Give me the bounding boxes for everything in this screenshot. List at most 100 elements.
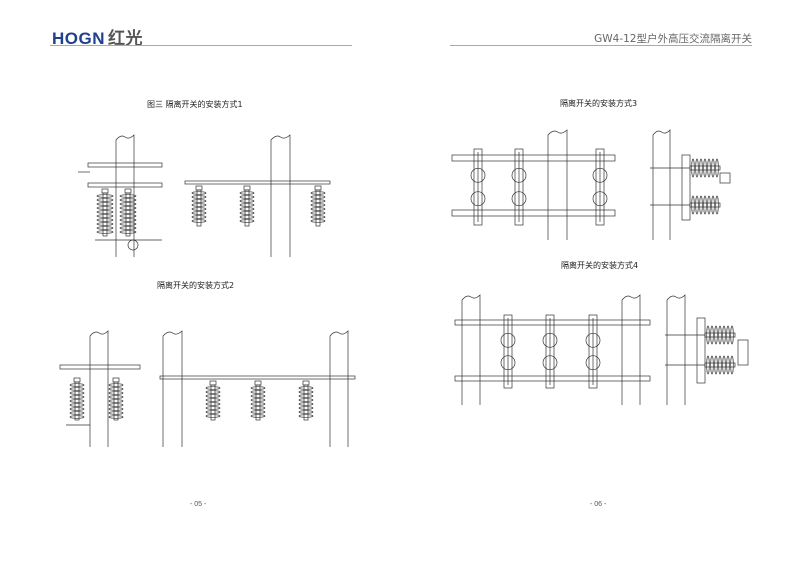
insulator-shed <box>96 194 114 198</box>
crossbar <box>451 209 616 217</box>
insulator-shed <box>310 203 326 207</box>
insulator-shed <box>711 195 715 215</box>
insulator-shed <box>250 386 266 390</box>
insulator-shed <box>119 226 137 230</box>
switch-frame <box>588 314 598 389</box>
insulator-disc <box>542 332 558 348</box>
insulator-shed <box>706 355 710 375</box>
insulator-shed <box>191 207 207 211</box>
insulator-cap <box>124 188 132 194</box>
insulator-shed <box>96 230 114 234</box>
insulator-disc <box>585 332 601 348</box>
pole <box>270 134 291 257</box>
header-rule-right <box>450 45 752 46</box>
insulator-disc <box>511 167 527 183</box>
insulator-shed <box>711 158 715 178</box>
crossbar <box>451 154 616 162</box>
pole <box>461 294 481 405</box>
pole <box>329 330 349 447</box>
insulator-shed <box>119 210 137 214</box>
handle <box>127 239 139 251</box>
insulator-shed <box>96 198 114 202</box>
insulator-shed <box>691 158 695 178</box>
insulator-shed <box>707 158 711 178</box>
product-title: GW4-12型户外高压交流隔离开关 <box>594 33 752 45</box>
insulator-shed <box>710 325 714 345</box>
crossbar <box>159 375 356 380</box>
insulator-cap <box>314 185 322 191</box>
insulator-shed <box>250 410 266 414</box>
insulator-shed <box>250 390 266 394</box>
crossbar <box>87 182 163 188</box>
insulator-shed <box>239 203 255 207</box>
insulator-shed <box>119 206 137 210</box>
insulator-shed <box>119 218 137 222</box>
insulator-shed <box>108 403 124 407</box>
insulator-shed <box>191 191 207 195</box>
crossbar <box>59 364 141 370</box>
insulator-shed <box>205 390 221 394</box>
insulator-shed <box>108 407 124 411</box>
caption-method-1: 图三 隔离开关的安装方式1 <box>147 100 243 109</box>
insulator-shed <box>205 398 221 402</box>
insulator-shed <box>108 383 124 387</box>
insulator-shed <box>695 195 699 215</box>
insulator-shed <box>119 202 137 206</box>
insulator-shed <box>119 214 137 218</box>
page-number-right: - 06 - <box>590 501 607 508</box>
insulator-shed <box>119 198 137 202</box>
insulator-shed <box>310 211 326 215</box>
switch-frame <box>503 314 513 389</box>
insulator-shed <box>710 355 714 375</box>
pole <box>652 129 671 240</box>
insulator-cap <box>254 380 262 386</box>
insulator-shed <box>695 158 699 178</box>
insulator-shed <box>250 414 266 418</box>
insulator-cap <box>302 380 310 386</box>
insulator-shed <box>191 199 207 203</box>
caption-method-3: 隔离开关的安装方式3 <box>560 99 638 108</box>
insulator-shed <box>718 355 722 375</box>
insulator-shed <box>108 395 124 399</box>
insulator-shed <box>108 411 124 415</box>
crossbar <box>87 162 163 168</box>
insulator-cap <box>195 185 203 191</box>
insulator-cap <box>73 377 81 383</box>
insulator-shed <box>205 394 221 398</box>
crossbar <box>454 375 651 382</box>
pole <box>621 294 641 405</box>
insulator-shed <box>96 214 114 218</box>
switch-frame <box>696 317 706 384</box>
insulator-shed <box>239 207 255 211</box>
insulator-shed <box>69 407 85 411</box>
insulator-shed <box>726 355 730 375</box>
insulator-shed <box>722 325 726 345</box>
insulator-shed <box>310 195 326 199</box>
crossbar <box>184 180 331 185</box>
insulator-shed <box>96 202 114 206</box>
caption-method-4: 隔离开关的安装方式4 <box>561 261 639 270</box>
insulator-shed <box>298 390 314 394</box>
insulator-shed <box>96 226 114 230</box>
insulator-shed <box>191 203 207 207</box>
pole <box>115 134 135 257</box>
insulator-shed <box>69 399 85 403</box>
insulator-shed <box>310 199 326 203</box>
insulator-shed <box>699 195 703 215</box>
insulator-shed <box>96 206 114 210</box>
insulator-shed <box>108 399 124 403</box>
insulator-shed <box>250 394 266 398</box>
pole <box>89 330 109 447</box>
insulator-shed <box>298 398 314 402</box>
insulator-shed <box>69 391 85 395</box>
insulator-shed <box>703 195 707 215</box>
insulator-shed <box>239 191 255 195</box>
insulator-shed <box>69 403 85 407</box>
contact <box>719 172 731 184</box>
insulator-shed <box>298 414 314 418</box>
pole <box>162 330 183 447</box>
insulator-shed <box>205 414 221 418</box>
insulator-disc <box>511 191 527 207</box>
insulator-shed <box>726 325 730 345</box>
